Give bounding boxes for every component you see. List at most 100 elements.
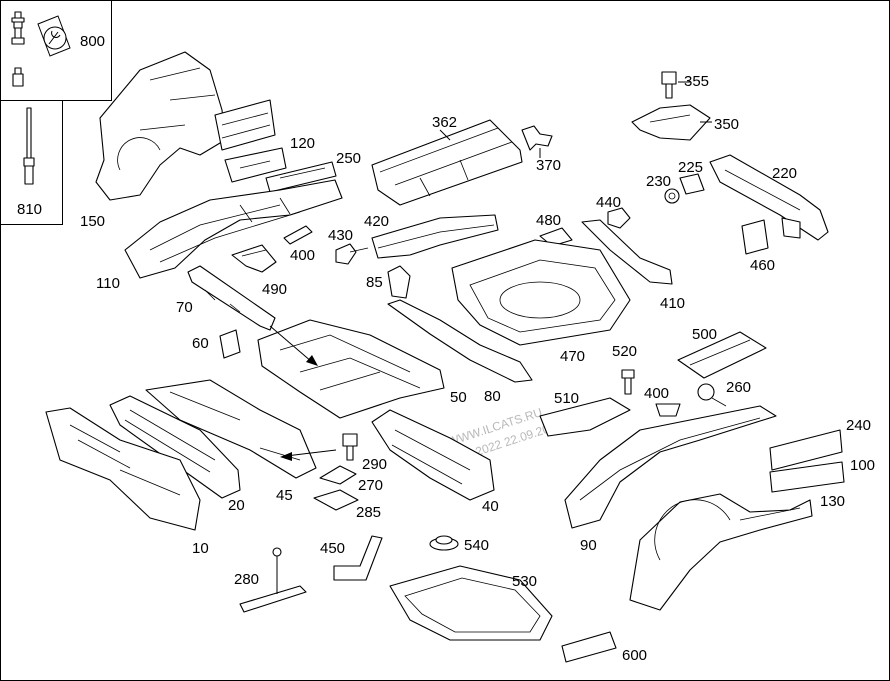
label-440: 440: [596, 194, 621, 211]
label-460: 460: [750, 257, 775, 274]
part-362-tray: [371, 119, 523, 206]
label-600: 600: [622, 647, 647, 664]
label-530: 530: [512, 573, 537, 590]
part-420-crossmember: [371, 214, 499, 259]
leader-lines: [439, 81, 712, 158]
label-120: 120: [290, 135, 315, 152]
label-45: 45: [276, 487, 293, 504]
label-85: 85: [366, 274, 383, 291]
label-280: 280: [234, 571, 259, 588]
part-400-pad-right: [655, 403, 681, 417]
part-430-bolt: [335, 243, 369, 265]
label-250: 250: [336, 150, 361, 167]
part-370-bolt: [521, 125, 553, 151]
label-500: 500: [692, 326, 717, 343]
label-110: 110: [96, 275, 120, 292]
label-450: 450: [320, 540, 345, 557]
part-230-nut: [664, 188, 680, 204]
part-450-bracket: [333, 535, 383, 581]
label-490: 490: [262, 281, 287, 298]
bolt-washer-icon: [11, 11, 25, 87]
part-130-wheelhouse: [629, 493, 813, 611]
label-20: 20: [228, 497, 245, 514]
part-440-bolt: [607, 207, 631, 229]
label-400b: 400: [644, 385, 669, 402]
label-240: 240: [846, 417, 871, 434]
part-70-crossmember: [187, 265, 276, 331]
part-490-bracket: [231, 244, 277, 273]
long-bolt-icon: [23, 107, 35, 185]
part-45-tunnel: [145, 379, 317, 479]
label-470: 470: [560, 348, 585, 365]
label-520: 520: [612, 343, 637, 360]
part-280-rod: [239, 547, 307, 613]
part-510-bracket: [539, 397, 631, 437]
label-510: 510: [554, 390, 579, 407]
part-350-bracket: [631, 104, 711, 141]
label-150: 150: [80, 213, 105, 230]
label-410: 410: [660, 295, 685, 312]
label-800: 800: [80, 33, 105, 50]
label-370: 370: [536, 157, 561, 174]
part-530-pan: [389, 565, 553, 641]
part-90-side-frame: [564, 405, 777, 529]
legend-box: 800 810: [0, 0, 112, 225]
label-100: 100: [850, 457, 875, 474]
part-120-bracket: [224, 147, 287, 183]
label-350: 350: [714, 116, 739, 133]
part-500-bracket: [677, 331, 767, 379]
arrow-70-to-50: [269, 325, 318, 366]
part-250-rail: [265, 161, 337, 193]
part-220-bumper-rail: [709, 154, 829, 241]
part-470-floor-pan: [451, 239, 631, 346]
label-40: 40: [482, 498, 499, 515]
label-70: 70: [176, 299, 193, 316]
label-810: 810: [17, 201, 42, 218]
part-600-strip: [561, 631, 617, 663]
label-430: 430: [328, 227, 353, 244]
part-520-bolt: [621, 369, 635, 395]
part-540-plug: [429, 535, 459, 551]
label-260: 260: [726, 379, 751, 396]
label-80: 80: [484, 388, 501, 405]
label-400a: 400: [290, 247, 315, 264]
part-85-bracket: [387, 265, 411, 299]
part-labels: 150 120 250 110 400 490 362 370 420 430 …: [80, 73, 875, 664]
arrow-50-to-45: [280, 449, 337, 461]
label-10: 10: [192, 540, 209, 557]
part-260-bolt: [697, 383, 727, 407]
wrench-icon: [37, 15, 71, 57]
label-270: 270: [358, 477, 383, 494]
label-285: 285: [356, 504, 381, 521]
part-355-bolt: [661, 71, 677, 99]
part-270-grommet: [319, 465, 357, 485]
label-480: 480: [536, 212, 561, 229]
part-20-member: [109, 395, 241, 499]
label-420: 420: [364, 213, 389, 230]
part-400-pad-top: [283, 225, 313, 245]
label-355: 355: [684, 73, 709, 90]
part-110-side-member: [124, 179, 343, 279]
part-285-pad: [313, 489, 359, 511]
label-220: 220: [772, 165, 797, 182]
label-50: 50: [450, 389, 467, 406]
label-230: 230: [646, 173, 671, 190]
label-130: 130: [820, 493, 845, 510]
part-50-floor: [257, 319, 445, 419]
part-40-frame: [371, 409, 495, 501]
part-80-beam: [387, 299, 533, 383]
part-60-bracket: [219, 329, 241, 359]
part-10-panel: [45, 407, 201, 531]
part-225-plate: [679, 173, 705, 195]
label-540: 540: [464, 537, 489, 554]
label-90: 90: [580, 537, 597, 554]
part-150-wheelhouse: [95, 51, 276, 201]
label-290: 290: [362, 456, 387, 473]
part-410-strip: [581, 219, 673, 285]
part-290-bolt: [342, 433, 358, 461]
label-60: 60: [192, 335, 209, 352]
part-460-bracket: [741, 219, 769, 255]
label-362: 362: [432, 114, 457, 131]
label-225: 225: [678, 159, 703, 176]
